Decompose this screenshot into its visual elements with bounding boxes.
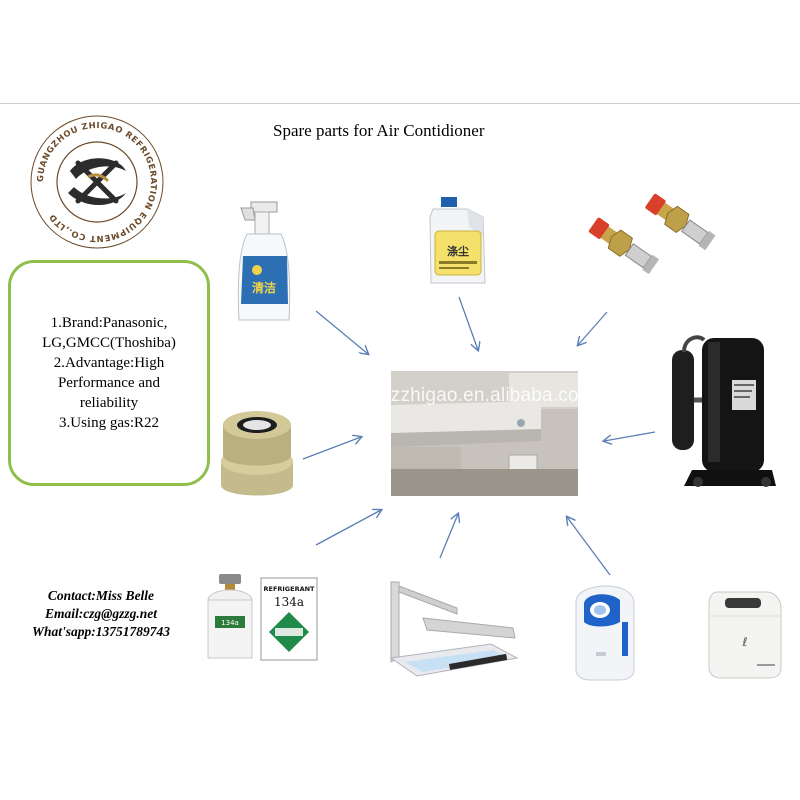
spec-line: 2.Advantage:High: [53, 355, 165, 371]
lubricant-bottle-image[interactable]: 涤尘: [427, 195, 490, 287]
air-conditioner-photo[interactable]: [391, 371, 578, 496]
svg-text:清洁: 清洁: [252, 280, 276, 295]
svg-text:134a: 134a: [274, 595, 304, 609]
refrigerant-134a-image[interactable]: 134a REFRIGERANT 134a: [205, 572, 320, 664]
spec-line: Performance and: [57, 375, 161, 391]
svg-text:REFRIGERANT: REFRIGERANT: [264, 585, 316, 593]
svg-text:ℓ: ℓ: [742, 635, 748, 649]
arrow: [315, 510, 381, 546]
arrow: [315, 310, 368, 354]
spray-cleaner-image[interactable]: 清洁: [233, 200, 295, 328]
svg-text:134a: 134a: [221, 619, 239, 627]
arrow: [567, 517, 611, 576]
spec-line: 1.Brand:Panasonic,: [50, 315, 168, 331]
spec-line: reliability: [79, 395, 139, 411]
ac-bracket-image[interactable]: [383, 578, 521, 684]
arrow: [439, 514, 458, 559]
page-title: Spare parts for Air Contidioner: [273, 121, 485, 140]
contact-email[interactable]: Email:czg@gzzg.net: [44, 606, 158, 621]
spec-line: LG,GMCC(Thoshiba): [42, 335, 176, 351]
arrow: [302, 437, 361, 460]
contact-whatsapp[interactable]: What'sapp:13751789743: [31, 624, 170, 639]
arrow: [604, 431, 656, 441]
watermark: gzzhigao.en.alibaba.com: [380, 385, 595, 406]
charging-valves-image[interactable]: [584, 190, 719, 290]
arrow: [458, 296, 478, 350]
svg-text:涤尘: 涤尘: [447, 244, 469, 258]
company-logo: GUANGZHOU ZHIGAO REFRIGERATION EQUIPMENT…: [30, 115, 164, 249]
spec-line: 3.Using gas:R22: [58, 415, 159, 431]
condensate-pump-white-image[interactable]: ℓ: [705, 590, 785, 680]
contact-name: Contact:Miss Belle: [47, 588, 155, 603]
condensate-pump-blue-image[interactable]: [570, 582, 640, 682]
rotary-compressor-image[interactable]: [664, 330, 780, 496]
top-divider: [0, 103, 800, 104]
spec-box: 1.Brand:Panasonic, LG,GMCC(Thoshiba) 2.A…: [8, 260, 210, 486]
contact-block: Contact:Miss Belle Email:czg@gzzg.net Wh…: [14, 587, 188, 641]
insulation-tape-image[interactable]: [217, 403, 297, 501]
arrow: [578, 311, 608, 345]
